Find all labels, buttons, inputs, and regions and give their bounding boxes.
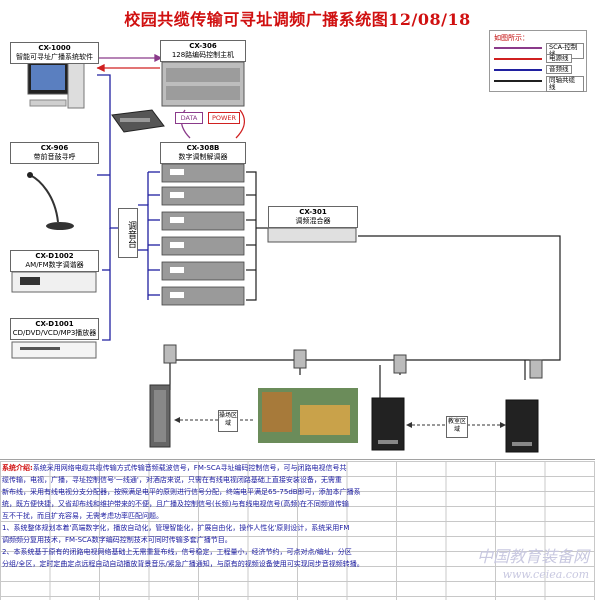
description-line: 分组/全区，定时定曲定点远程自动自动播放背景音乐/紧急广播通知，与原有的视频设备…	[2, 560, 364, 568]
power-wiring	[96, 63, 246, 139]
mixer-label: 调音台	[126, 220, 136, 248]
watermark-line1: 中国教育装备网	[476, 547, 589, 566]
tuner-name: AM/FM数字调谐器	[25, 261, 84, 269]
column-speaker	[149, 384, 171, 448]
zone-label-right: 教室区域	[447, 418, 466, 433]
mixer-box: 调音台	[118, 208, 138, 258]
diagram-title: 校园共缆传输可寻址调频广播系统图12/08/18	[124, 10, 471, 29]
description-line: 系统采用网络电缆共缆传输方式传输音频载波信号，FM-SCA寻址编码控制信号，可与…	[32, 464, 347, 472]
description-line: 新布线，采用有线电视分支分配器，按照满足电平的原则进行信号分配，终端电平满足65…	[2, 488, 361, 496]
mic-model: CX-906	[40, 144, 69, 152]
legend-item-audio: 音频线	[494, 65, 584, 74]
tuner-box: CX-D1002 AM/FM数字调谐器	[10, 250, 99, 272]
controller-name: 128路编码控制主机	[171, 51, 235, 59]
legend-title: 如图所示：	[494, 34, 529, 42]
legend-swatch	[494, 80, 542, 82]
description-heading: 系统介绍:	[2, 464, 33, 472]
player-box: CX-D1001 CD/DVD/VCD/MP3播放器	[10, 318, 99, 340]
modulator-displays	[170, 169, 184, 298]
legend: 如图所示： SCA-控制线 电源线 音频线 同轴共缆线	[489, 30, 587, 92]
legend-swatch	[494, 69, 542, 71]
software-name: 智能可寻址广播系统软件	[16, 53, 93, 61]
modulator-model: CX-308B	[186, 144, 220, 152]
zone-box-right: 教室区域	[446, 416, 468, 438]
legend-swatch	[494, 58, 542, 60]
data-tag-label: DATA	[180, 114, 198, 122]
zone-label-left: 操场区域	[219, 412, 238, 427]
combiner-name: 调频混合器	[295, 217, 331, 225]
legend-label: 音频线	[546, 65, 572, 74]
school-photo	[258, 388, 358, 443]
controller-rack	[161, 61, 245, 107]
system-description: 系统介绍:系统采用网络电缆共缆传输方式传输音频载波信号，FM-SCA寻址编码控制…	[0, 462, 595, 570]
legend-label: 电源线	[546, 54, 572, 63]
player-name: CD/DVD/VCD/MP3播放器	[12, 329, 97, 337]
description-line: 2、本系统基于原有的闭路电视网络基础上无需重复布线，信号稳定，工程量小，经济节约…	[2, 548, 352, 556]
wiring-svg	[0, 53, 595, 460]
zone-box-left: 操场区域	[218, 410, 238, 432]
controller-box: CX-306 128路编码控制主机	[160, 40, 246, 62]
audio-wiring	[97, 74, 160, 341]
legend-item-power: 电源线	[494, 54, 584, 63]
software-model: CX-1000	[38, 44, 71, 52]
description-line: 统，既方便快捷，又省却布线和维护带来的不便，且广播及控制信号(长频)与有线电视信…	[2, 500, 349, 508]
watermark-line2: www.ceiea.com	[502, 568, 589, 581]
combiner-unit	[267, 227, 357, 243]
mixer-desk-icon	[111, 109, 165, 133]
description-line: 调频频分复用技术，FM-SCA数字编码控制技术可同时传输多套广播节目。	[2, 536, 232, 544]
controller-model: CX-306	[189, 42, 217, 50]
pc-icon	[27, 57, 85, 109]
description-line: 缆传输，电视，广播，寻址控制信号'一线通'，对酒店来说，只需在有线电视闭路基础上…	[2, 476, 342, 484]
player-model: CX-D1001	[35, 320, 74, 328]
splitters	[163, 344, 543, 379]
combiner-box: CX-301 调频混合器	[268, 206, 358, 228]
sheet-grid	[0, 461, 595, 600]
data-tag: DATA	[175, 112, 203, 124]
microphone-icon	[27, 172, 74, 230]
classroom-speaker-1	[371, 397, 405, 451]
legend-label: 同轴共缆线	[546, 76, 584, 92]
power-tag-label: POWER	[211, 114, 237, 122]
tuner-unit	[11, 271, 97, 293]
coax-wiring	[169, 171, 561, 400]
tuner-model: CX-D1002	[35, 252, 74, 260]
classroom-speaker-2	[505, 399, 539, 453]
description-line: 1、系统整体规划本着'高端数字化，播放自动化，管理智能化，扩展自由化，操作人性化…	[2, 524, 350, 532]
modulator-box: CX-308B 数字调制解调器	[160, 142, 246, 164]
power-tag: POWER	[208, 112, 240, 124]
legend-swatch	[494, 47, 542, 49]
combiner-model: CX-301	[299, 208, 327, 216]
legend-item-coax: 同轴共缆线	[494, 76, 584, 92]
mic-box: CX-906 带前音鼓寻呼	[10, 142, 99, 164]
software-box: CX-1000 智能可寻址广播系统软件	[10, 42, 99, 64]
modulator-units	[161, 163, 245, 306]
modulator-name: 数字调制解调器	[178, 153, 228, 161]
zone-arrows	[180, 419, 500, 426]
description-line: 互不干扰，而且扩充容易，无需考虑功率匹配问题。	[2, 512, 163, 520]
watermark: 中国教育装备网 www.ceiea.com	[477, 548, 589, 584]
player-unit	[11, 341, 97, 359]
mic-name: 带前音鼓寻呼	[33, 153, 76, 161]
